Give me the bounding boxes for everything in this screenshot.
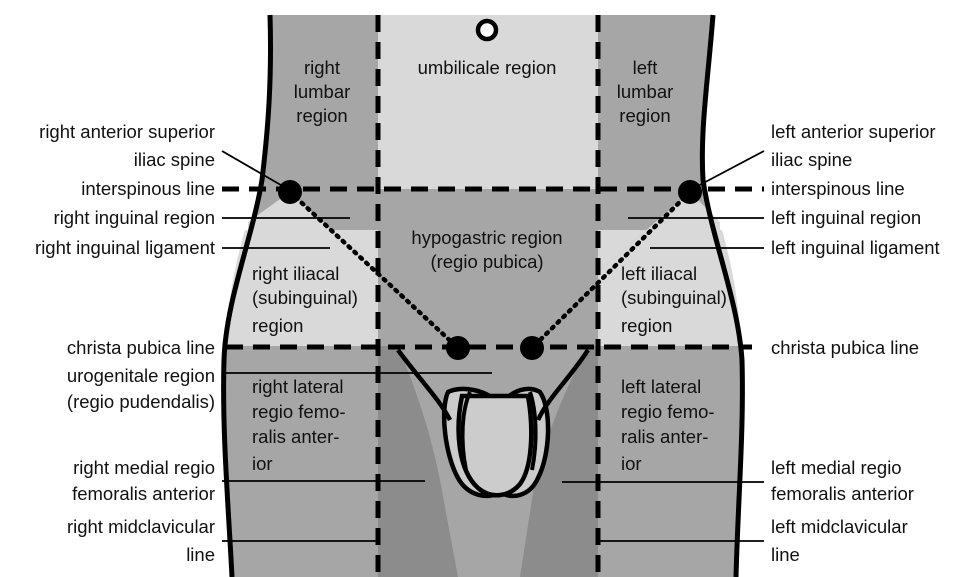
svg-text:region: region <box>296 105 347 126</box>
svg-text:regio femo-: regio femo- <box>621 401 715 422</box>
svg-text:(subinguinal): (subinguinal) <box>252 287 358 308</box>
svg-text:ior: ior <box>252 453 273 474</box>
svg-text:(regio pubica): (regio pubica) <box>430 251 543 272</box>
navel-icon <box>478 21 496 39</box>
svg-text:(subinguinal): (subinguinal) <box>621 287 727 308</box>
right-asis-dot <box>278 180 302 204</box>
svg-text:left lateral: left lateral <box>621 376 701 397</box>
svg-text:femoralis anterior: femoralis anterior <box>72 483 215 504</box>
svg-text:line: line <box>186 544 215 565</box>
svg-text:ralis anter-: ralis anter- <box>252 426 339 447</box>
svg-text:right iliacal: right iliacal <box>252 263 339 284</box>
svg-text:ior: ior <box>621 453 642 474</box>
left-inguinal-ligament-label: left inguinal ligament <box>771 237 940 258</box>
svg-text:right anterior superior: right anterior superior <box>39 121 215 142</box>
svg-text:ralis anter-: ralis anter- <box>621 426 708 447</box>
left-medial-femoral-label: left medial regio femoralis anterior <box>771 457 914 504</box>
svg-text:right lateral: right lateral <box>252 376 344 397</box>
svg-text:lumbar: lumbar <box>294 81 351 102</box>
left-christa-pubica-line-label: christa pubica line <box>67 337 215 358</box>
left-interspinous-line-label: interspinous line <box>81 178 215 199</box>
right-inguinal-ligament-label: right inguinal ligament <box>35 237 215 258</box>
right-pubic-tubercle-dot <box>446 336 470 360</box>
svg-text:hypogastric region: hypogastric region <box>411 227 562 248</box>
urogenitale-region-label: urogenitale region (regio pudendalis) <box>67 365 215 412</box>
svg-text:line: line <box>771 544 800 565</box>
right-inguinal-region-label: right inguinal region <box>54 207 215 228</box>
svg-text:region: region <box>621 315 672 336</box>
penis-shape <box>459 396 532 495</box>
svg-text:right medial regio: right medial regio <box>73 457 215 478</box>
svg-text:right midclavicular: right midclavicular <box>67 516 215 537</box>
svg-text:left medial regio: left medial regio <box>771 457 902 478</box>
umbilicale-region-label: umbilicale region <box>418 57 557 78</box>
left-pubic-tubercle-dot <box>520 336 544 360</box>
svg-text:urogenitale region: urogenitale region <box>67 365 215 386</box>
svg-text:left midclavicular: left midclavicular <box>771 516 908 537</box>
svg-text:(regio pudendalis): (regio pudendalis) <box>67 391 215 412</box>
left-asis-label: left anterior superior iliac spine <box>771 121 936 170</box>
left-asis-dot <box>678 180 702 204</box>
svg-text:femoralis anterior: femoralis anterior <box>771 483 914 504</box>
right-midclavicular-line-label: right midclavicular line <box>67 516 215 565</box>
right-christa-pubica-line-label: christa pubica line <box>771 337 919 358</box>
svg-text:iliac spine: iliac spine <box>134 149 215 170</box>
right-interspinous-line-label: interspinous line <box>771 178 905 199</box>
svg-text:region: region <box>619 105 670 126</box>
svg-text:right: right <box>304 57 340 78</box>
svg-text:region: region <box>252 315 303 336</box>
left-inguinal-region-label: left inguinal region <box>771 207 921 228</box>
right-medial-femoral-label: right medial regio femoralis anterior <box>72 457 215 504</box>
svg-text:iliac spine: iliac spine <box>771 149 852 170</box>
left-midclavicular-line-label: left midclavicular line <box>771 516 908 565</box>
svg-text:regio femo-: regio femo- <box>252 401 346 422</box>
svg-text:left iliacal: left iliacal <box>621 263 697 284</box>
svg-text:lumbar: lumbar <box>617 81 674 102</box>
svg-text:left: left <box>633 57 658 78</box>
right-asis-label: right anterior superior iliac spine <box>39 121 215 170</box>
svg-text:left anterior superior: left anterior superior <box>771 121 936 142</box>
